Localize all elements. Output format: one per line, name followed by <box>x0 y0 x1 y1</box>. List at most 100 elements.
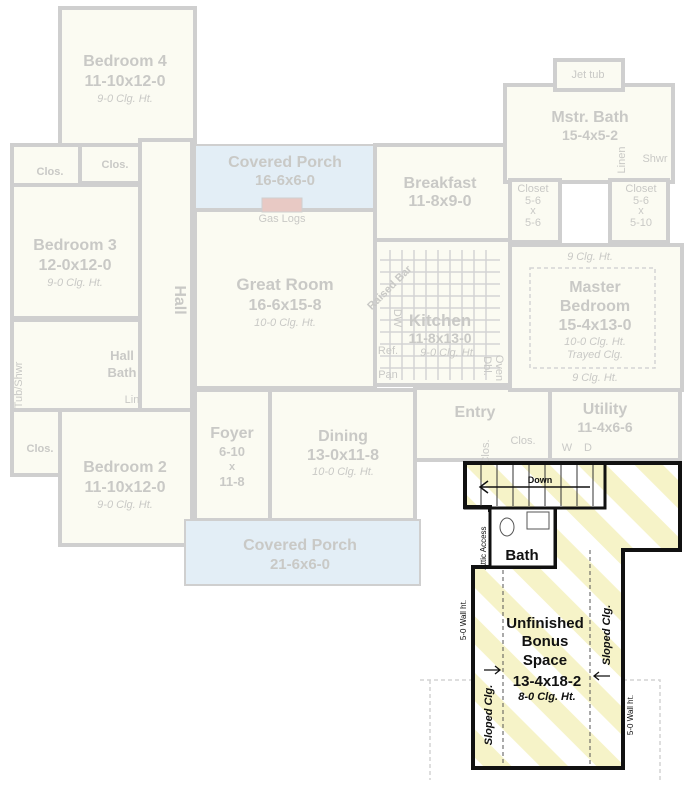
closet-right <box>608 178 670 244</box>
closet-label: Clos. <box>510 435 535 447</box>
master-bedroom-ceiling: 10-0 Clg. Ht. <box>564 336 626 348</box>
porch-top-size: 16-6x6-0 <box>255 172 315 189</box>
bedroom3-name: Bedroom 3 <box>33 237 117 254</box>
toilet-icon <box>499 517 515 537</box>
dining-size: 13-0x11-8 <box>307 447 379 464</box>
hall-bath-name: Hall <box>110 348 134 363</box>
porch-bottom-size: 21-6x6-0 <box>270 556 330 573</box>
kitchen-size: 11-8x13-0 <box>408 330 471 346</box>
stairs-label: Down <box>528 475 553 485</box>
pantry-label: Pan <box>378 369 398 381</box>
sloped-ceiling-label: Sloped Clg. <box>601 605 613 666</box>
master-bedroom <box>508 243 684 392</box>
bedroom2-ceiling: 9-0 Clg. Ht. <box>97 499 153 511</box>
closet-label: Clos. <box>102 159 129 171</box>
dining-ceiling: 10-0 Clg. Ht. <box>312 466 374 478</box>
master-bedroom-name: Master <box>569 279 621 296</box>
bonus-size: 13-4x18-2 <box>513 673 581 690</box>
arrow-right-icon <box>484 665 502 675</box>
closet-left-w: 5-6 <box>525 195 541 207</box>
great-room-ceiling: 10-0 Clg. Ht. <box>254 317 316 329</box>
master-bedroom-name: Bedroom <box>560 298 630 315</box>
great-room <box>193 208 377 390</box>
bedroom-2 <box>58 408 194 547</box>
breakfast-size: 11-8x9-0 <box>408 193 471 210</box>
closet-left <box>508 178 562 244</box>
closet-label: Clos. <box>480 439 492 464</box>
master-bedroom-size: 15-4x13-0 <box>559 317 632 334</box>
tray-height-label: 9 Clg. Ht. <box>567 251 613 263</box>
washer-label: W <box>562 442 573 454</box>
bedroom2-name: Bedroom 2 <box>83 459 167 476</box>
great-room-name: Great Room <box>236 275 333 294</box>
hall-bath-name: Bath <box>108 365 137 380</box>
closet-label: Clos. <box>37 166 64 178</box>
main-floor <box>10 6 684 780</box>
sloped-ceiling-line <box>502 550 591 765</box>
bedroom-4 <box>58 6 197 147</box>
fireplace <box>261 197 303 213</box>
bedroom4-size: 11-10x12-0 <box>85 73 166 90</box>
dishwasher-label: DW <box>391 309 403 328</box>
tray-ceiling-outline <box>529 267 656 369</box>
bonus-bath-label: Bath <box>505 547 538 564</box>
master-bath-name: Mstr. Bath <box>551 109 628 126</box>
bedroom3-size: 12-0x12-0 <box>39 257 112 274</box>
bonus-ceiling: 8-0 Clg. Ht. <box>518 691 575 703</box>
utility <box>548 388 682 462</box>
kitchen <box>373 238 512 387</box>
breakfast <box>373 143 512 242</box>
bonus-name: Unfinished <box>506 615 584 632</box>
bedroom4-ceiling: 9-0 Clg. Ht. <box>97 93 153 105</box>
jet-tub-label: Jet tub <box>571 69 604 81</box>
tray-height-label: 9 Clg. Ht. <box>572 372 618 384</box>
sink-icon <box>526 511 550 530</box>
foyer-name: Foyer <box>210 425 254 442</box>
sloped-ceiling-label: Sloped Clg. <box>483 685 495 746</box>
linen-label: Lin <box>125 394 140 406</box>
porch-top-name: Covered Porch <box>228 154 342 171</box>
closet <box>10 143 82 187</box>
utility-size: 11-4x6-6 <box>577 419 632 435</box>
linen-label: Linen <box>616 147 628 174</box>
refrigerator-label: Ref. <box>378 345 398 357</box>
tub-label: Tub/Shwr <box>13 361 25 408</box>
foyer-x: x <box>229 461 236 473</box>
closet-label: Clos. <box>27 443 54 455</box>
kitchen-tile-grid <box>380 250 500 380</box>
oven-label: Oven <box>493 355 505 381</box>
shower-label: Shwr <box>642 153 667 165</box>
closet-left-h: 5-6 <box>525 217 541 229</box>
jet-tub <box>553 58 625 92</box>
fireplace-label: Gas Logs <box>258 213 306 225</box>
dining-name: Dining <box>318 428 368 445</box>
dining <box>268 388 417 522</box>
great-room-size: 16-6x15-8 <box>249 297 322 314</box>
down-arrow-icon <box>478 480 590 494</box>
bedroom2-size: 11-10x12-0 <box>85 479 166 496</box>
entry-name: Entry <box>455 404 496 421</box>
hall-label: Hall <box>171 285 188 314</box>
foyer-width: 6-10 <box>219 444 245 459</box>
breakfast-name: Breakfast <box>404 175 478 192</box>
bedroom4-name: Bedroom 4 <box>83 53 167 70</box>
closet-right-h: 5-10 <box>630 217 652 229</box>
wall-height-label: 5-0 Wall ht. <box>626 695 635 735</box>
closet-right-x: x <box>638 205 644 217</box>
utility-name: Utility <box>583 401 628 418</box>
bonus-space: Down Bath Attic Access Unfinished Bonus … <box>459 461 682 770</box>
bonus-name: Bonus <box>522 633 569 650</box>
master-bedroom-trayed: Trayed Clg. <box>567 349 623 361</box>
closet-right-w: 5-6 <box>633 195 649 207</box>
dryer-label: D <box>584 442 592 454</box>
oven-label: Dbl. <box>481 356 493 376</box>
kitchen-name: Kitchen <box>409 311 471 330</box>
closet-left-x: x <box>530 205 536 217</box>
covered-porch-bottom <box>184 519 421 586</box>
attic-access-label: Attic Access <box>479 526 488 569</box>
foyer-height: 11-8 <box>219 474 244 489</box>
master-bath-size: 15-4x5-2 <box>562 127 618 143</box>
porch-bottom-name: Covered Porch <box>243 537 357 554</box>
closet-right-name: Closet <box>625 183 656 195</box>
